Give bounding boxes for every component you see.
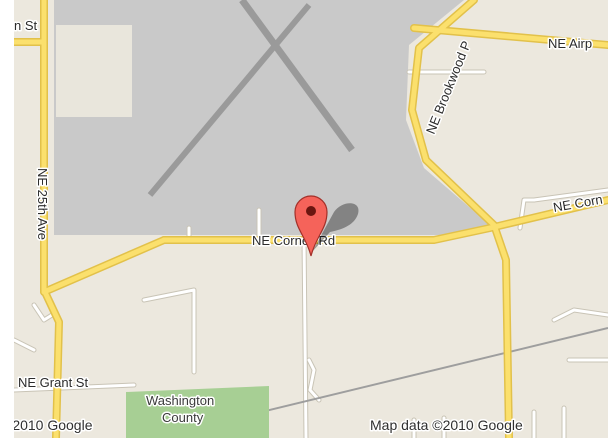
map-canvas[interactable]: n St NE Airp NE Brookwood P NE 25th Ave … [14, 0, 608, 438]
map-svg[interactable]: n St NE Airp NE Brookwood P NE 25th Ave … [14, 0, 608, 438]
road-label-top-left-street: n St [14, 18, 38, 33]
airport-apron [56, 25, 132, 117]
major-roads [14, 0, 608, 438]
map-marker-shadow [312, 203, 359, 252]
poi-label-washington: Washington [146, 393, 214, 408]
road-label-ne-airport: NE Airp [548, 36, 592, 51]
map-data-copyright[interactable]: Map data ©2010 Google [369, 416, 525, 435]
road-label-ne-25th-ave: NE 25th Ave [35, 168, 50, 240]
park-area [126, 386, 269, 438]
runway-1 [239, 0, 355, 153]
google-copyright: ©2010 Google [14, 417, 93, 433]
road-label-ne-grant-st: NE Grant St [18, 375, 88, 390]
map-pin-icon[interactable] [294, 195, 328, 257]
poi-label-county: County [162, 410, 204, 425]
runway-2 [147, 3, 312, 197]
